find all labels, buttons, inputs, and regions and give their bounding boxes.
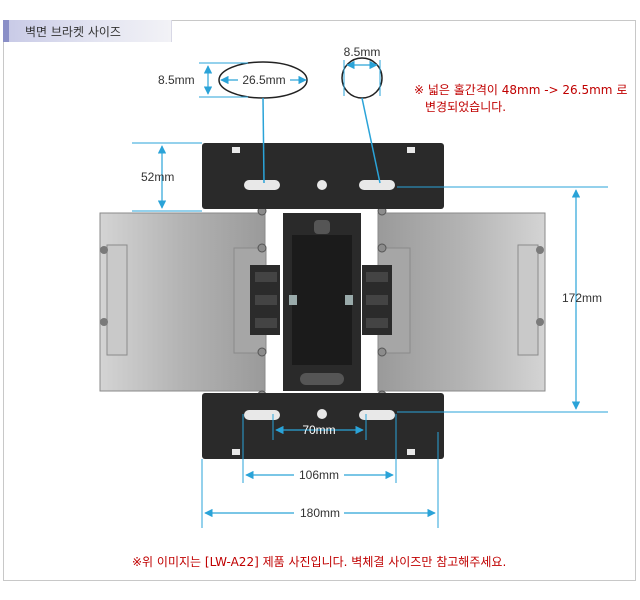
tab-accent [3,20,9,42]
vertical-span-label: 172mm [562,291,602,305]
total-width-label: 180mm [300,506,340,520]
dim-slot-length: 26.5mm [220,73,307,87]
total-width-label-bg [294,505,344,519]
slot-height-label: 8.5mm [158,73,195,87]
hole-diameter-label: 8.5mm [344,45,381,59]
section-title: 벽면 브라켓 사이즈 [25,25,121,39]
left-hinge [250,265,280,335]
hole-spacing-change-note: ※ 넓은 홀간격이 48mm -> 26.5mm 로 변경되었습니다. [414,82,636,116]
dim-hole-diameter: 8.5mm [343,45,381,96]
slot-leader-line [262,97,265,184]
dim-vertical-span: 172mm [397,186,608,413]
content-frame [3,20,636,581]
inner-span-label: 70mm [302,423,335,437]
left-arm-plate [99,212,267,392]
dim-total-width: 180mm [201,432,439,528]
middle-span-label-bg [294,467,344,481]
right-arm-plate [377,212,546,392]
dim-plate-height: 52mm [132,142,202,212]
top-wall-plate [202,143,444,209]
hole-callout [341,57,383,99]
dim-slot-height: 8.5mm [158,62,248,98]
section-tab: 벽면 브라켓 사이즈 [3,20,172,42]
note-line-1: ※ 넓은 홀간격이 48mm -> 26.5mm 로 [414,83,628,97]
center-bracket [283,213,361,391]
hole-leader-line [361,97,381,184]
slot-length-label: 26.5mm [242,73,285,87]
plate-height-label: 52mm [141,170,174,184]
product-image-note: ※위 이미지는 [LW-A22] 제품 사진입니다. 벽체결 사이즈만 참고해주… [132,555,507,569]
right-hinge [362,265,392,335]
dim-middle-span: 106mm [242,414,397,483]
note-line-2: 변경되었습니다. [425,100,507,114]
middle-span-label: 106mm [299,468,339,482]
dim-inner-span: 70mm [272,414,367,440]
